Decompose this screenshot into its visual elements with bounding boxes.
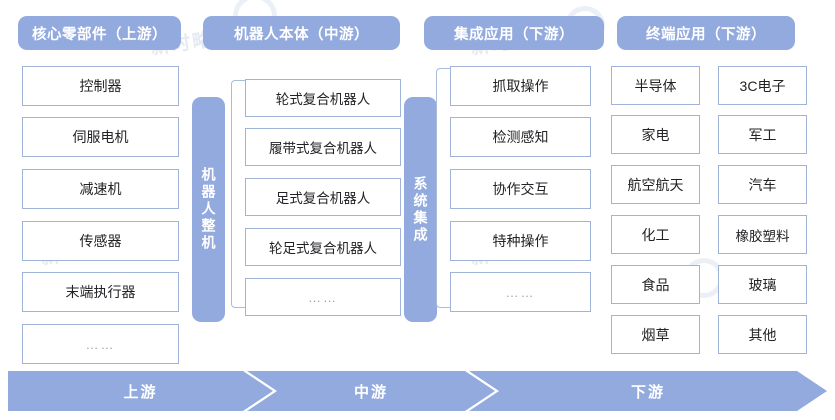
box-terminal-application[interactable]: 玻璃 <box>718 265 807 304</box>
box-terminal-application[interactable]: 半导体 <box>611 66 700 105</box>
column-header-robot-body[interactable]: 机器人本体（中游） <box>203 16 400 50</box>
box-integrated-application-ellipsis[interactable]: …… <box>450 272 591 312</box>
box-robot-body[interactable]: 履带式复合机器人 <box>245 128 401 166</box>
box-terminal-application[interactable]: 其他 <box>718 315 807 354</box>
box-integrated-application[interactable]: 抓取操作 <box>450 66 591 106</box>
box-core-component[interactable]: 减速机 <box>22 169 179 209</box>
box-core-component-ellipsis[interactable]: …… <box>22 324 179 364</box>
box-terminal-application[interactable]: 航空航天 <box>611 165 700 204</box>
box-integrated-application[interactable]: 特种操作 <box>450 221 591 261</box>
box-terminal-application[interactable]: 3C电子 <box>718 66 807 105</box>
vertical-label-robot-whole-machine: 机器人整机 <box>192 97 225 322</box>
box-core-component[interactable]: 传感器 <box>22 221 179 261</box>
flow-arrow-label: 中游 <box>353 383 388 401</box>
flow-arrow-label: 下游 <box>630 383 665 401</box>
flow-arrow-midstream[interactable]: 中游 <box>247 371 495 411</box>
box-core-component[interactable]: 控制器 <box>22 66 179 106</box>
box-terminal-application[interactable]: 军工 <box>718 115 807 154</box>
column-header-integrated-application[interactable]: 集成应用（下游） <box>424 16 604 50</box>
box-terminal-application[interactable]: 橡胶塑料 <box>718 215 807 254</box>
box-integrated-application[interactable]: 协作交互 <box>450 169 591 209</box>
flow-arrow-downstream[interactable]: 下游 <box>469 371 827 411</box>
bracket-integrated-application <box>436 68 450 308</box>
box-core-component[interactable]: 末端执行器 <box>22 272 179 312</box>
column-header-core-components[interactable]: 核心零部件（上游） <box>18 16 181 50</box>
box-integrated-application[interactable]: 检测感知 <box>450 117 591 157</box>
vertical-label-text: 机器人整机 <box>200 167 217 252</box>
bracket-robot-body <box>231 80 245 308</box>
column-header-terminal-application[interactable]: 终端应用（下游） <box>617 16 795 50</box>
box-robot-body[interactable]: 足式复合机器人 <box>245 178 401 216</box>
box-terminal-application[interactable]: 烟草 <box>611 315 700 354</box>
box-terminal-application[interactable]: 化工 <box>611 215 700 254</box>
box-robot-body[interactable]: 轮足式复合机器人 <box>245 228 401 266</box>
box-terminal-application[interactable]: 汽车 <box>718 165 807 204</box>
flow-arrow-upstream[interactable]: 上游 <box>8 371 273 411</box>
vertical-label-text: 系统集成 <box>412 175 429 244</box>
box-terminal-application[interactable]: 家电 <box>611 115 700 154</box>
box-robot-body[interactable]: 轮式复合机器人 <box>245 79 401 117</box>
flow-arrow-label: 上游 <box>123 383 158 401</box>
flow-arrow-row: 上游 中游 下游 <box>0 371 835 411</box>
box-core-component[interactable]: 伺服电机 <box>22 117 179 157</box>
vertical-label-system-integration: 系统集成 <box>404 97 437 322</box>
box-robot-body-ellipsis[interactable]: …… <box>245 278 401 316</box>
box-terminal-application[interactable]: 食品 <box>611 265 700 304</box>
